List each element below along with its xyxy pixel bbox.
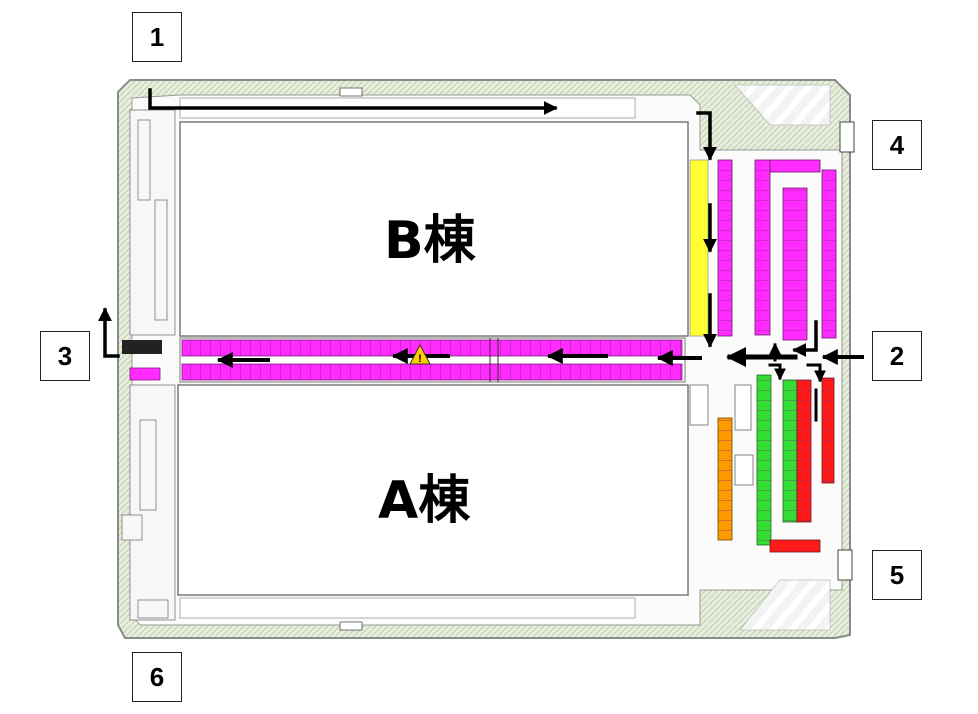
parking-orange-zone — [717, 417, 733, 541]
gate-3-label: 3 — [40, 331, 90, 381]
gate-1-label: 1 — [132, 12, 182, 62]
parking-magenta-zone — [717, 159, 837, 341]
svg-text:!: ! — [418, 353, 422, 365]
left-structures — [121, 109, 176, 621]
gate-6-label: 6 — [132, 652, 182, 702]
central-corridor — [122, 337, 686, 383]
gate-4-label: 4 — [872, 120, 922, 170]
bottom-corridor — [179, 597, 636, 631]
building-b — [179, 121, 689, 337]
gate-2-label: 2 — [872, 331, 922, 381]
crosswalk-top-right — [734, 84, 831, 126]
parking-yellow-zone — [689, 159, 709, 337]
flow-arrows — [98, 88, 864, 422]
building-a — [177, 384, 689, 596]
building-b-label: B棟 — [384, 211, 476, 271]
parking-green-zone — [756, 374, 798, 546]
crosswalk-bottom-right — [739, 579, 831, 631]
gate-markers — [837, 121, 855, 581]
parking-red-zone — [769, 377, 835, 553]
right-structures — [689, 384, 754, 486]
gate-5-label: 5 — [872, 550, 922, 600]
building-a-label: A棟 — [378, 471, 471, 531]
warning-triangle-icon: ! — [409, 343, 431, 365]
